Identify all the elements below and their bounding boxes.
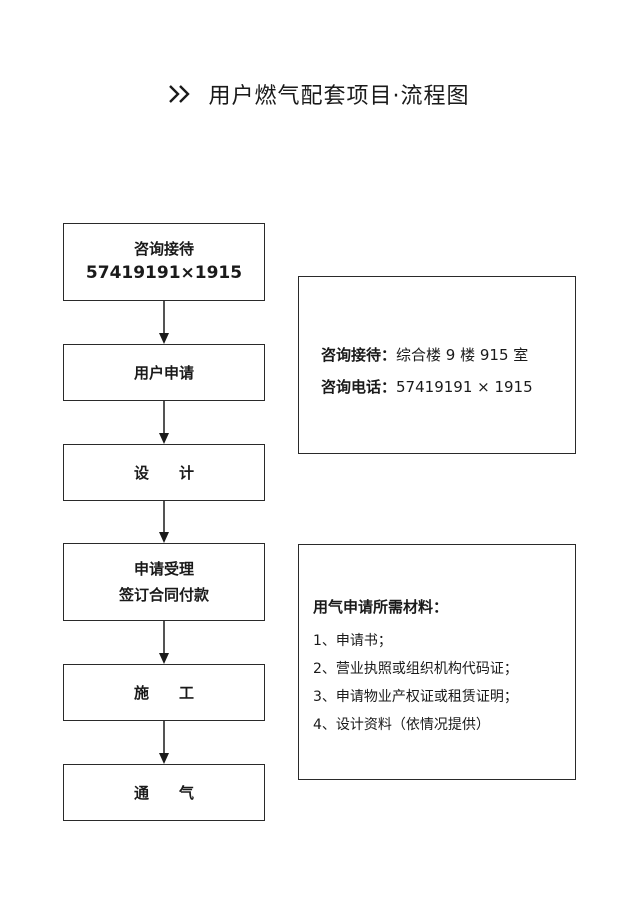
required-materials-box: 用气申请所需材料： 1、申请书； 2、营业执照或组织机构代码证； 3、申请物业产… [298,544,576,780]
contact-info-box: 咨询接待：综合楼 9 楼 915 室 咨询电话：57419191 × 1915 [298,276,576,454]
flow-step-gas-supply: 通 气 [63,764,265,821]
phone-row: 咨询电话：57419191 × 1915 [321,371,575,403]
flow-step-label: 用户申请 [133,364,194,382]
flow-arrow [159,721,169,764]
flow-step-label: 通 气 [133,784,194,802]
flow-arrow [159,401,169,444]
list-item: 1、申请书； [313,633,392,649]
flow-step-phone: 57419191×1915 [85,263,243,283]
flow-step-label-2: 签订合同付款 [118,586,209,604]
flow-arrow [159,501,169,543]
materials-heading: 用气申请所需材料： [313,598,449,616]
list-item: 4、设计资料（依情况提供） [313,717,490,733]
flow-step-design: 设 计 [63,444,265,501]
flow-step-label: 施 工 [133,684,194,702]
flow-arrow [159,621,169,664]
page-header: 用户燃气配套项目·流程图 [0,74,636,114]
list-item: 2、营业执照或组织机构代码证； [313,661,518,677]
reception-row: 咨询接待：综合楼 9 楼 915 室 [321,339,575,371]
double-chevron-right-icon [168,85,190,103]
reception-value: 综合楼 9 楼 915 室 [396,346,529,364]
flow-step-construction: 施 工 [63,664,265,721]
flow-step-acceptance-contract: 申请受理 签订合同付款 [63,543,265,621]
flow-step-label: 申请受理 [133,560,194,578]
phone-value: 57419191 × 1915 [396,378,533,396]
phone-key: 咨询电话： [321,378,397,396]
list-item: 3、申请物业产权证或租赁证明； [313,689,518,705]
flow-step-user-application: 用户申请 [63,344,265,401]
flow-step-consultation: 咨询接待 57419191×1915 [63,223,265,301]
flow-step-label: 设 计 [133,464,194,482]
reception-key: 咨询接待： [321,346,397,364]
page-title: 用户燃气配套项目·流程图 [208,84,470,109]
flow-arrow [159,301,169,344]
flow-step-label: 咨询接待 [133,240,194,258]
